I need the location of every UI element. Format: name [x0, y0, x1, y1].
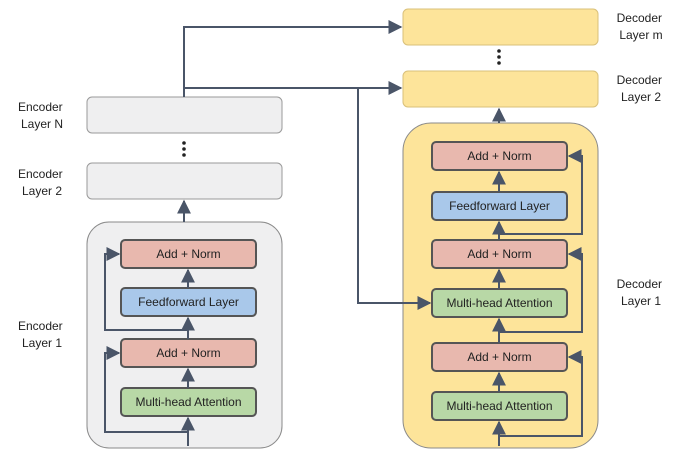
decoder-layer-1-label: Decoder Layer 1	[617, 277, 666, 308]
decoder-feedforward-text: Feedforward Layer	[449, 199, 550, 213]
decoder-cross-attention-text: Multi-head Attention	[446, 296, 552, 310]
decoder-add-norm-bottom-text: Add + Norm	[467, 350, 531, 364]
decoder-ellipsis-icon	[497, 49, 501, 65]
decoder-residual-3-arrow	[499, 149, 583, 235]
encoder-to-decoder-layer-m-arrow	[183, 20, 403, 97]
encoder-add-norm-bottom-text: Add + Norm	[156, 346, 220, 360]
decoder-add-norm-mid-text: Add + Norm	[467, 247, 531, 261]
encoder-ellipsis-icon	[182, 141, 186, 157]
encoder-layer-n-box	[86, 96, 283, 134]
decoder-residual-2-arrow	[499, 247, 583, 333]
encoder-attention-text: Multi-head Attention	[135, 395, 241, 409]
encoder-add-norm-top-text: Add + Norm	[156, 247, 220, 261]
decoder-layer-2-box	[402, 70, 599, 108]
decoder-residual-1-arrow	[499, 350, 583, 437]
decoder-self-attention-text: Multi-head Attention	[446, 399, 552, 413]
encoder-add-norm-top-box	[120, 239, 257, 269]
encoder-layer-1-label: Encoder Layer 1	[18, 319, 66, 350]
decoder-layer-m-label: Decoder Layer m	[617, 11, 666, 42]
encoder-residual-2-arrow	[104, 247, 188, 331]
decoder-layer-2-label: Decoder Layer 2	[617, 73, 666, 104]
encoder-to-cross-attention-arrow	[357, 88, 432, 310]
decoder-add-norm-top-text: Add + Norm	[467, 149, 531, 163]
decoder-add-norm-top-box	[431, 141, 568, 171]
encoder-residual-1-arrow	[104, 346, 188, 433]
encoder-layer-n-label: Encoder Layer N	[18, 100, 66, 131]
decoder-layer-m-box	[402, 8, 599, 46]
encoder-layer-2-label: Encoder Layer 2	[18, 167, 66, 198]
encoder-layer-2-box	[86, 162, 283, 200]
encoder-feedforward-text: Feedforward Layer	[138, 295, 239, 309]
